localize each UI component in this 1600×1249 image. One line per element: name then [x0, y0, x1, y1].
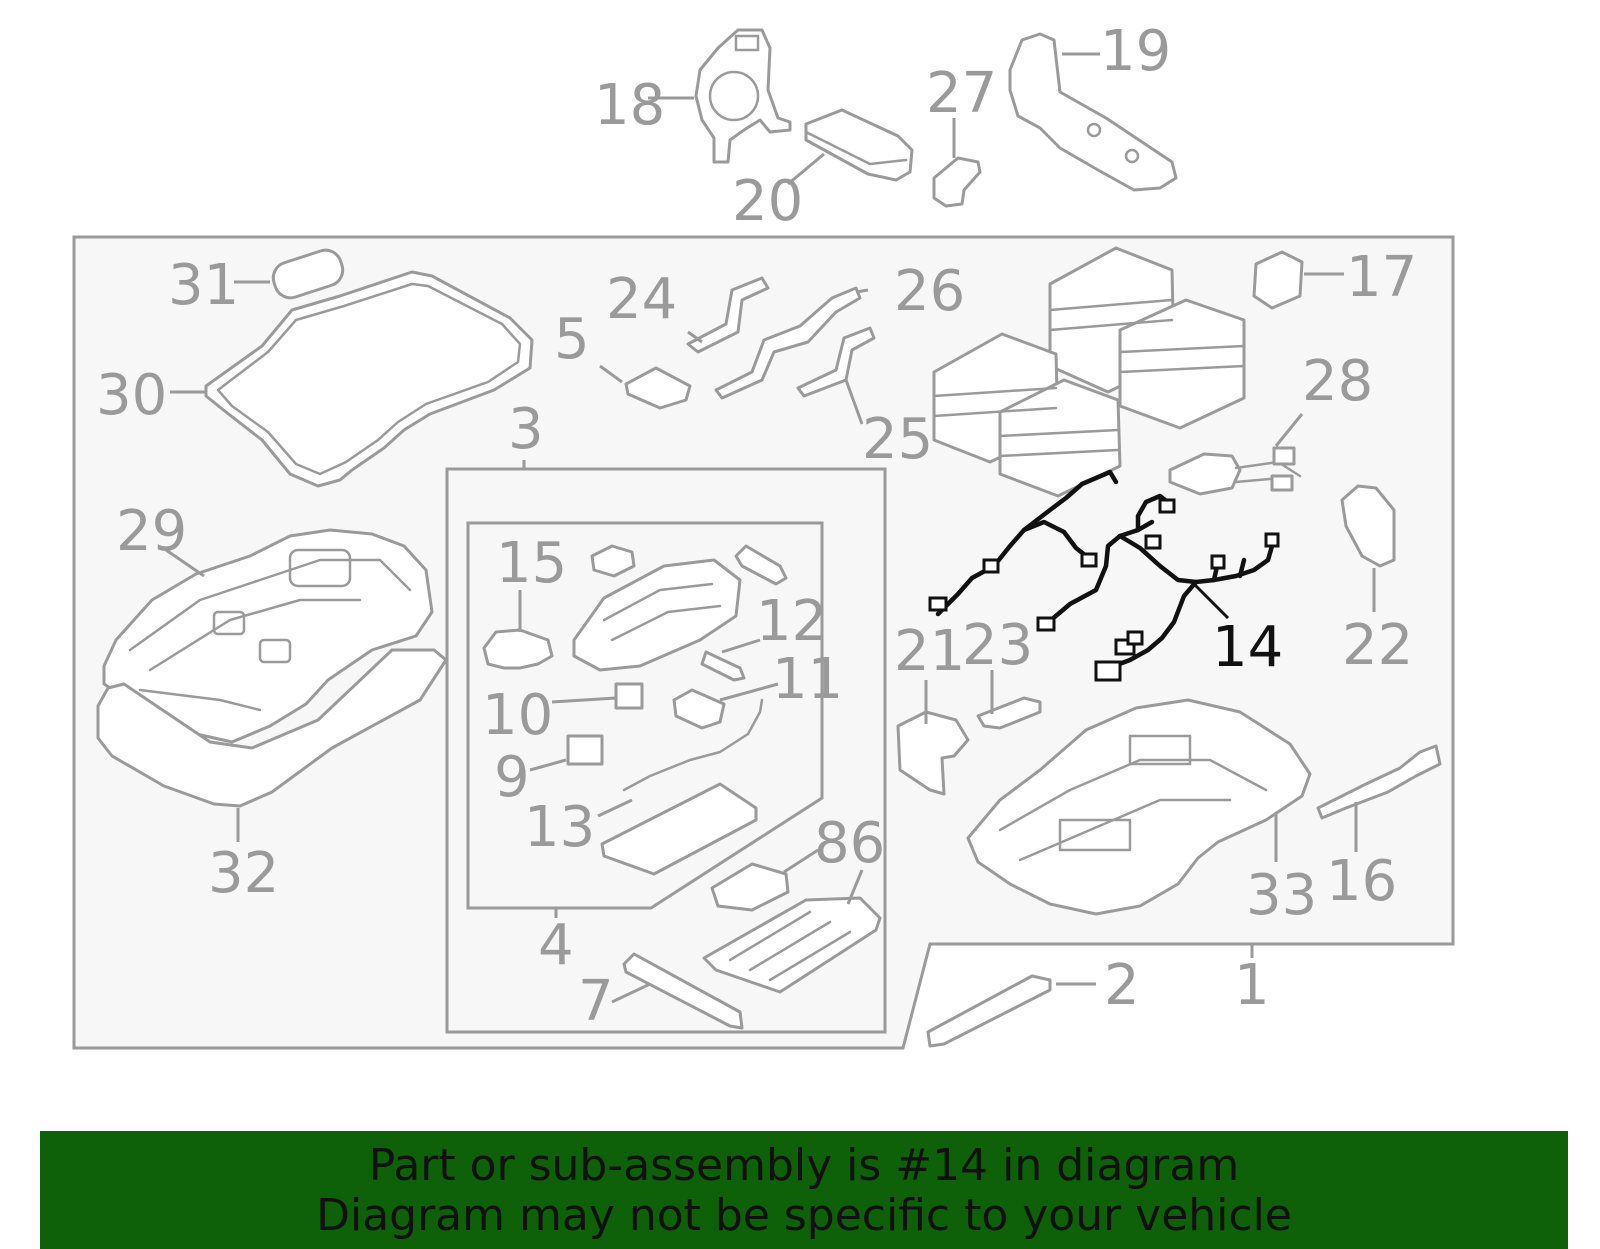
callout-31[interactable]: 31: [168, 253, 239, 318]
part-17-block[interactable]: [1252, 250, 1304, 310]
part-21-bracket[interactable]: [896, 710, 970, 796]
callout-22[interactable]: 22: [1342, 613, 1413, 678]
part-25-bracket[interactable]: [796, 326, 876, 398]
subassembly-3-frame: [445, 467, 887, 1034]
part-28-cable[interactable]: [1168, 446, 1302, 496]
part-control-module[interactable]: [572, 558, 742, 672]
callout-11[interactable]: 11: [772, 647, 843, 712]
part-31-gasket[interactable]: [269, 246, 347, 302]
callout-15[interactable]: 15: [496, 531, 567, 596]
part-15-connector[interactable]: [482, 628, 554, 670]
part-19-bracket[interactable]: [1008, 32, 1178, 192]
callout-2[interactable]: 2: [1104, 953, 1140, 1018]
callout-18[interactable]: 18: [594, 73, 665, 138]
part-27-sensor[interactable]: [932, 156, 982, 208]
part-lower-board[interactable]: [702, 896, 882, 994]
callout-4[interactable]: 4: [538, 913, 574, 978]
notice-line-1: Part or sub-assembly is #14 in diagram: [368, 1140, 1240, 1191]
part-9-relay[interactable]: [566, 734, 604, 766]
part-10-fuse[interactable]: [614, 682, 644, 710]
subassembly-4-frame: [466, 521, 824, 910]
part-14-wiring-harness[interactable]: [928, 469, 1280, 682]
part-11-relay[interactable]: [672, 688, 726, 730]
part-86-board[interactable]: [710, 862, 790, 912]
callout-16[interactable]: 16: [1326, 849, 1397, 914]
callout-29[interactable]: 29: [116, 499, 187, 564]
callout-20[interactable]: 20: [732, 169, 803, 234]
part-7-bar[interactable]: [622, 952, 744, 1030]
notice-banner: Part or sub-assembly is #14 in diagram D…: [40, 1131, 1568, 1249]
callout-3[interactable]: 3: [508, 397, 544, 462]
callout-86[interactable]: 86: [814, 811, 885, 876]
part-32-lower-gasket[interactable]: [96, 648, 448, 808]
callout-32[interactable]: 32: [208, 841, 279, 906]
part-26-bracket[interactable]: [714, 286, 862, 400]
callout-5[interactable]: 5: [554, 307, 590, 372]
callout-21[interactable]: 21: [894, 619, 965, 684]
part-22-bracket[interactable]: [1340, 484, 1396, 568]
callout-9[interactable]: 9: [494, 745, 530, 810]
callout-10[interactable]: 10: [482, 683, 553, 748]
leader-lines: [165, 52, 1376, 1004]
callout-12[interactable]: 12: [756, 589, 827, 654]
part-2-bar[interactable]: [926, 974, 1052, 1048]
part-20-module[interactable]: [804, 108, 914, 182]
part-23-clip[interactable]: [976, 696, 1042, 730]
part-29-upper-case[interactable]: [102, 528, 434, 744]
part-13-harness[interactable]: [622, 698, 764, 792]
callout-30[interactable]: 30: [96, 363, 167, 428]
callout-17[interactable]: 17: [1346, 245, 1417, 310]
part-small-bracket[interactable]: [734, 544, 788, 586]
callout-27[interactable]: 27: [926, 61, 997, 126]
callout-14[interactable]: 14: [1212, 615, 1283, 680]
callout-numbers: 18 20 27 19 17 31 30 29 32 24 26 25 5 3 …: [96, 19, 1417, 1034]
part-18-housing[interactable]: [694, 28, 792, 164]
callout-13[interactable]: 13: [524, 795, 595, 860]
part-24-bracket[interactable]: [686, 276, 770, 354]
battery-modules[interactable]: [932, 246, 1246, 498]
part-cover-plate[interactable]: [600, 782, 758, 876]
callout-23[interactable]: 23: [962, 613, 1033, 678]
callout-19[interactable]: 19: [1100, 19, 1171, 84]
part-gasket-small[interactable]: [590, 544, 636, 578]
part-30-cover-gasket[interactable]: [204, 270, 534, 488]
part-12-bolt[interactable]: [700, 650, 746, 682]
callout-24[interactable]: 24: [606, 267, 677, 332]
callout-25[interactable]: 25: [862, 407, 933, 472]
callout-28[interactable]: 28: [1302, 349, 1373, 414]
callout-33[interactable]: 33: [1246, 863, 1317, 928]
notice-line-2: Diagram may not be specific to your vehi…: [316, 1190, 1292, 1241]
callout-1[interactable]: 1: [1234, 953, 1270, 1018]
callout-26[interactable]: 26: [894, 259, 965, 324]
part-33-lower-tray[interactable]: [966, 698, 1312, 916]
part-16-rod[interactable]: [1316, 744, 1442, 820]
part-5-plate[interactable]: [624, 366, 692, 410]
callout-7[interactable]: 7: [578, 969, 614, 1034]
